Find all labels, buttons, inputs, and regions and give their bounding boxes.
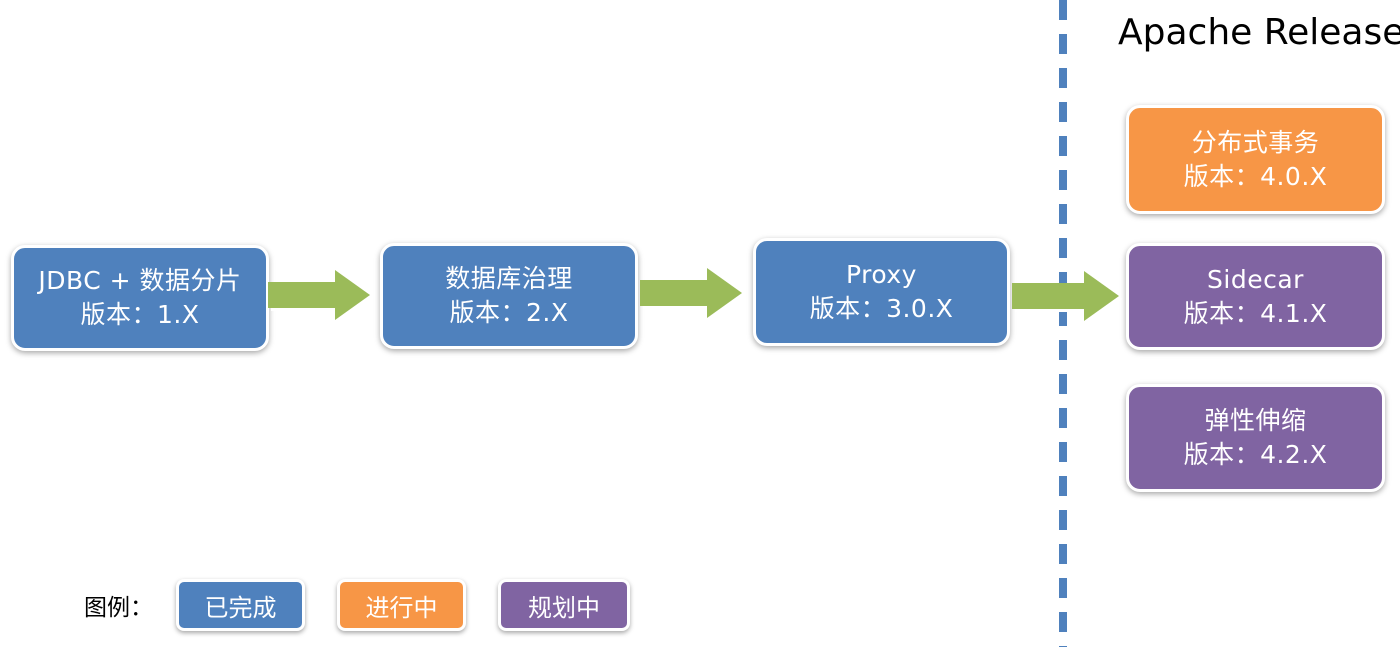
arrow-3-to-4 xyxy=(1012,271,1122,324)
version-box-2x: 数据库治理 版本：2.X xyxy=(380,243,638,349)
version-box-title: 分布式事务 xyxy=(1191,127,1320,157)
version-box-title: 数据库治理 xyxy=(445,264,573,293)
version-box-version: 版本：4.1.X xyxy=(1183,298,1328,328)
legend-item-label: 已完成 xyxy=(204,593,277,622)
legend-label: 图例： xyxy=(84,595,153,621)
version-box-1x: JDBC + 数据分片 版本：1.X xyxy=(11,245,269,351)
legend-item-in-progress: 进行中 xyxy=(337,579,466,631)
version-box-4-1x: Sidecar 版本：4.1.X xyxy=(1126,243,1385,350)
version-box-4-2x: 弹性伸缩 版本：4.2.X xyxy=(1126,384,1385,492)
release-title: Apache Release xyxy=(1118,12,1400,53)
version-box-version: 版本：4.2.X xyxy=(1183,440,1328,469)
version-box-version: 版本：2.X xyxy=(449,298,569,327)
legend-item-label: 规划中 xyxy=(528,593,600,622)
legend-item-done: 已完成 xyxy=(176,579,305,631)
version-box-title: Sidecar xyxy=(1207,264,1304,294)
version-box-3x: Proxy 版本：3.0.X xyxy=(753,238,1010,346)
version-box-title: JDBC + 数据分片 xyxy=(38,266,242,295)
legend-item-planned: 规划中 xyxy=(498,579,630,631)
version-box-version: 版本：4.0.X xyxy=(1183,161,1328,191)
version-box-title: Proxy xyxy=(846,260,917,289)
release-divider xyxy=(1059,0,1067,647)
version-box-4-0x: 分布式事务 版本：4.0.X xyxy=(1126,105,1385,214)
version-box-version: 版本：3.0.X xyxy=(809,294,954,323)
legend-item-label: 进行中 xyxy=(365,593,438,622)
version-box-title: 弹性伸缩 xyxy=(1204,406,1307,435)
arrow-1-to-2 xyxy=(268,270,373,323)
arrow-2-to-3 xyxy=(640,268,745,321)
version-box-version: 版本：1.X xyxy=(80,300,200,329)
